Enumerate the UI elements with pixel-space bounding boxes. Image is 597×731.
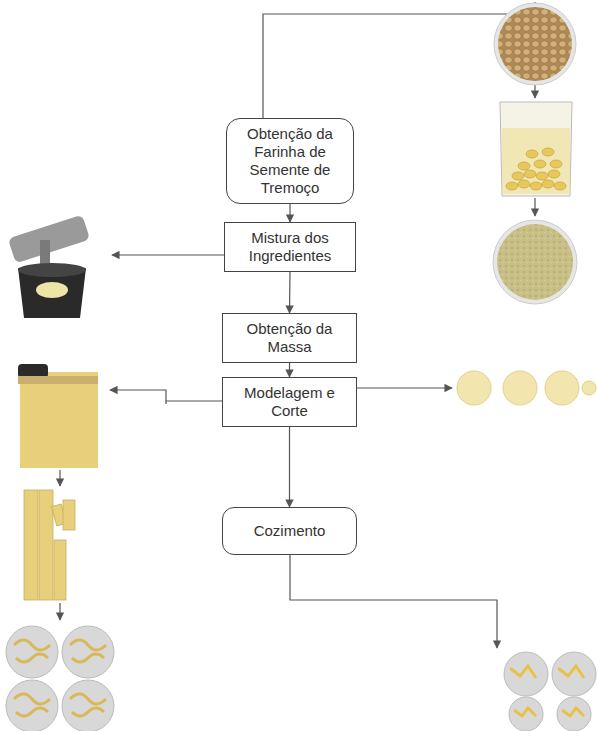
cooked-pasta-bowls — [504, 652, 596, 731]
box-label: Modelagem e Corte — [230, 384, 349, 420]
box-label: Mistura dos Ingredientes — [232, 229, 348, 265]
box-label: Obtenção da Massa — [230, 320, 349, 356]
process-box: Mistura dos Ingredientes — [224, 222, 356, 272]
flow-arrow — [289, 204, 290, 222]
flow-arrow — [289, 427, 290, 507]
box-label: Obtenção da Farinha de Semente de Tremoç… — [234, 125, 346, 197]
process-box: Modelagem e Corte — [222, 377, 357, 427]
raw-pasta-bowls — [6, 626, 114, 731]
rounded-process-box: Cozimento — [222, 507, 357, 555]
cut-strips — [24, 490, 75, 600]
process-box: Obtenção da Massa — [222, 313, 357, 363]
flow-arrow — [289, 363, 290, 377]
dough-balls — [457, 371, 596, 405]
pasta-sheet — [18, 364, 98, 468]
leader-lines — [60, 2, 535, 648]
seed-dish — [494, 3, 576, 85]
box-label: Cozimento — [254, 522, 326, 540]
flour-dish — [493, 220, 577, 304]
flow-arrow — [289, 272, 291, 313]
rounded-process-box: Obtenção da Farinha de Semente de Tremoç… — [226, 118, 354, 204]
mixer — [8, 215, 90, 318]
beaker — [500, 102, 572, 196]
